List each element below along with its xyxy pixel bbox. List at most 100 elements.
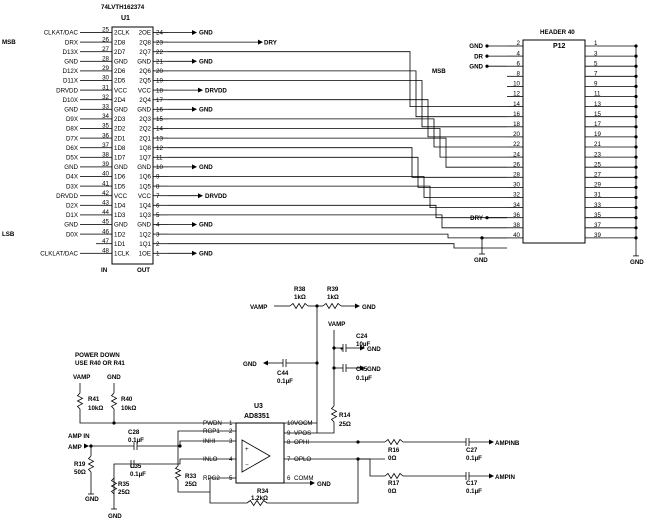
header-left-net-label: DR (474, 53, 483, 60)
c45-gnd-arrow (360, 365, 365, 371)
u1-left-net-label: DRVDD (56, 87, 78, 94)
vamp-label-mid: VAMP (328, 321, 345, 328)
u1-left-net-label: DRX (65, 39, 78, 46)
u1-right-pin-name: GND (137, 164, 151, 171)
u1-right-pin-number: 12 (156, 145, 163, 152)
r33-symbol (174, 465, 182, 481)
power-down-note-1: POWER DOWN (75, 352, 120, 359)
u1-out-label: OUT (137, 267, 150, 274)
u1-ref: U1 (121, 15, 130, 22)
u3-right-pin-name: VPOS (294, 430, 311, 437)
u1-left-pin-number: 45 (102, 219, 109, 226)
u1-right-net-label: DRY (264, 39, 278, 46)
junction-dot (485, 216, 489, 220)
u1-left-pin-number: 28 (102, 56, 109, 63)
r14-symbol (330, 405, 338, 423)
header-odd-pin-number: 1 (594, 40, 598, 47)
u1-left-pin-name: 1D2 (114, 231, 126, 238)
junction-dot (315, 361, 319, 365)
u1-left-pin-name: GND (114, 107, 128, 114)
c27-value: 0.1µF (466, 455, 482, 462)
header-odd-pin-number: 29 (594, 182, 601, 189)
r35-value: 25Ω (118, 489, 130, 496)
header-odd-pin-number: 37 (594, 222, 601, 229)
u1-left-net-label: DRVDD (56, 193, 78, 200)
u1-right-pin-name: GND (137, 222, 151, 229)
u3-right-pin-number: 9 (287, 430, 291, 437)
u1-right-pin-number: 22 (156, 49, 163, 56)
u1-left-pin-number: 25 (102, 27, 109, 34)
header-title: HEADER 40 (540, 29, 575, 36)
r14-value: 25Ω (339, 421, 351, 428)
u1-right-net-label: DRVDD (205, 193, 227, 200)
ampinb-label: AMPINB (495, 440, 520, 447)
u1-left-pin-number: 30 (102, 75, 109, 82)
c44-value: 0.1µF (277, 378, 293, 385)
header-odd-pin-number: 31 (594, 192, 601, 199)
u1-body (111, 26, 154, 265)
c17-value: 0.1µF (466, 488, 482, 495)
r40-value: 10kΩ (121, 405, 136, 412)
header-odd-pin-number: 5 (594, 60, 598, 67)
header-odd-pin-number: 15 (594, 111, 601, 118)
u1-left-pin-name: 2D7 (114, 49, 126, 56)
header-even-pin-number: 22 (513, 141, 520, 148)
u1-left-pin-name: GND (114, 222, 128, 229)
header-even-pin-number: 20 (513, 131, 520, 138)
u3-plus-sign: + (245, 446, 249, 453)
u3-part: AD8351 (244, 413, 270, 420)
gnd-arrow (192, 164, 197, 170)
r35-c35-wire (113, 463, 131, 505)
junction-dot (480, 236, 484, 240)
header-msb-label: MSB (432, 68, 446, 75)
dry-arrow (258, 39, 263, 45)
header-even-pin-number: 14 (513, 101, 520, 108)
u1-left-pin-number: 26 (102, 36, 109, 43)
u1-right-pin-number: 18 (156, 87, 163, 94)
u1-right-pin-number: 13 (156, 135, 163, 142)
bus-wire (168, 99, 507, 138)
header-even-pin-number: 4 (517, 50, 521, 57)
u1-left-pin-name: 2D4 (114, 97, 126, 104)
u3-amp-triangle (241, 439, 271, 473)
c24-ref: C24 (356, 333, 368, 340)
u1-left-pin-name: 2D3 (114, 116, 126, 123)
junction-dot (485, 54, 489, 58)
gnd-arrow (192, 106, 197, 112)
u1-right-net-label: GND (199, 251, 213, 258)
bus-wire (168, 243, 507, 249)
header-even-pin-number: 18 (513, 121, 520, 128)
header-even-pin-number: 40 (513, 232, 520, 239)
drvdd-arrow (198, 193, 203, 199)
u3-left-pin-name: INHI (203, 438, 216, 445)
r17-value: 0Ω (388, 488, 396, 495)
r17-symbol (384, 472, 404, 480)
u1-right-pin-name: 2Q8 (139, 39, 151, 46)
u3-right-pin-name: COMM (294, 475, 314, 482)
pwdn-gnd-label: GND (107, 374, 121, 381)
header-odd-pin-number: 21 (594, 141, 601, 148)
ground-symbol (479, 250, 485, 255)
u1-left-pin-number: 43 (102, 200, 109, 207)
r19-symbol (87, 455, 95, 473)
r16-symbol (384, 438, 404, 446)
u1-left-net-label: D11X (63, 78, 78, 85)
u1-right-pin-name: 2OE (139, 30, 151, 37)
bus-wire (168, 118, 507, 148)
header-40: HEADER 40 P12 24681012141618202224262830… (432, 29, 644, 266)
amp-net-label: AMP (68, 444, 82, 451)
c28-ref: C28 (128, 429, 140, 436)
c24-gnd-arrow (360, 345, 365, 351)
u3-right-pin-number: 8 (287, 439, 291, 446)
u1-left-pin-number: 32 (102, 94, 109, 101)
r34-symbol (246, 499, 268, 507)
u3-right-pin-name: OPHI (294, 439, 309, 446)
u1-right-pin-name: 1OE (139, 251, 151, 258)
u1-right-net-label: GND (199, 59, 213, 66)
u1-left-pin-name: 2CLK (114, 30, 130, 37)
junction-dot (356, 440, 360, 444)
bus-wire (168, 204, 507, 219)
u1-right-pin-number: 20 (156, 68, 163, 75)
gnd-arrow (192, 222, 197, 227)
